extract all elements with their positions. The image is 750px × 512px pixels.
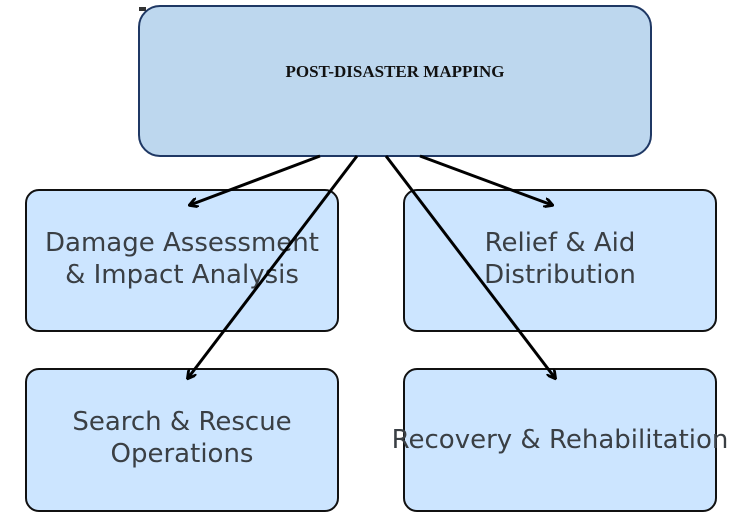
node-search-rescue: Search & Rescue Operations (25, 368, 339, 512)
node-label: Relief & Aid Distribution (484, 227, 636, 290)
root-node-label: POST-DISASTER MAPPING (285, 62, 505, 81)
node-label: Recovery & Rehabilitation (391, 425, 729, 455)
root-node-post-disaster-mapping: POST-DISASTER MAPPING (138, 5, 652, 157)
node-damage-assessment: Damage Assessment & Impact Analysis (25, 189, 339, 332)
artifact-mark (139, 7, 146, 11)
node-label: Search & Rescue Operations (72, 407, 292, 469)
node-recovery-rehabilitation: Recovery & Rehabilitation (392, 368, 728, 512)
node-label: Damage Assessment & Impact Analysis (45, 227, 319, 290)
node-relief-aid-distribution: Relief & Aid Distribution (403, 189, 717, 332)
